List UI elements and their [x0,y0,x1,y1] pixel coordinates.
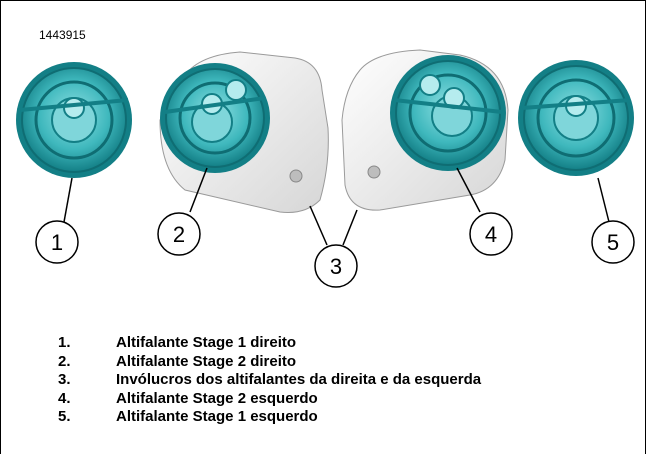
callout-1: 1 [35,220,79,264]
legend-number: 4. [58,389,71,407]
svg-text:3: 3 [330,254,342,279]
legend-number: 2. [58,352,71,370]
legend-text: Altifalante Stage 2 direito [116,352,297,370]
callout-3: 3 [314,244,358,288]
callout-2: 2 [157,212,201,256]
legend-item: 2. Altifalante Stage 2 direito [58,353,481,372]
speaker-illustration: 1 2 3 4 5 [16,49,635,288]
legend-text: Altifalante Stage 2 esquerdo [116,389,318,407]
figure-id: 1443915 [39,28,86,42]
legend-item: 1. Altifalante Stage 1 direito [58,334,481,353]
legend-text: Altifalante Stage 1 direito [116,334,297,351]
legend-number: 5. [58,408,71,425]
speaker-4 [390,55,506,171]
speaker-1 [16,62,132,178]
svg-text:1: 1 [51,230,63,255]
legend-list: 1. Altifalante Stage 1 direito 2. Altifa… [58,334,481,427]
legend-item: 4. Altifalante Stage 2 esquerdo [58,390,481,409]
legend-number: 1. [58,334,71,351]
speaker-2 [160,63,270,173]
legend-item: 3. Invólucros dos altifalantes da direit… [58,371,481,390]
svg-text:5: 5 [607,230,619,255]
legend-text: Invólucros dos altifalantes da direita e… [116,371,482,388]
callout-5: 5 [591,220,635,264]
left-housing-hole [367,165,381,179]
right-housing-hole [289,169,303,183]
legend-text: Altifalante Stage 1 esquerdo [116,408,318,425]
legend-item: 5. Altifalante Stage 1 esquerdo [58,408,481,427]
svg-text:4: 4 [485,222,497,247]
svg-text:2: 2 [173,222,185,247]
legend-number: 3. [58,371,71,388]
leader-lines [63,167,610,246]
speaker-5 [518,60,634,176]
callout-4: 4 [469,212,513,256]
